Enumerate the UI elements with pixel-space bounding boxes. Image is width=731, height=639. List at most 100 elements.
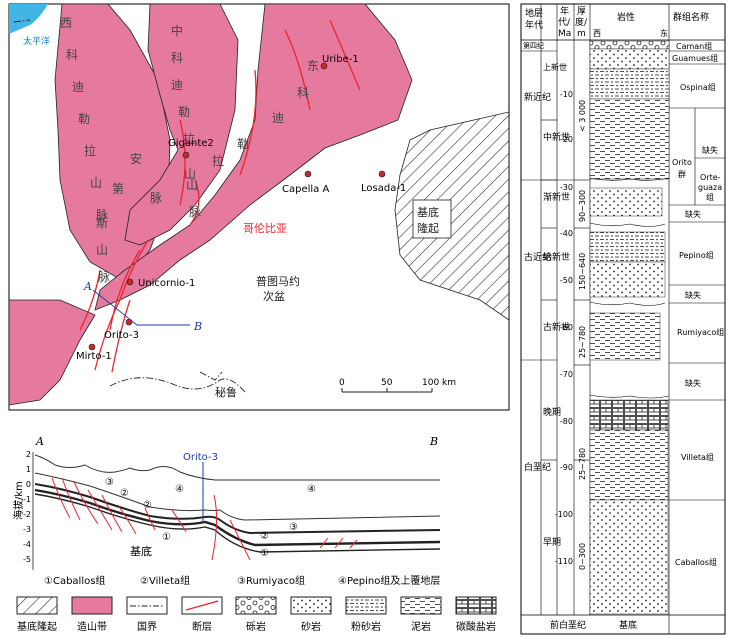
svg-text:缺失: 缺失 xyxy=(685,378,701,388)
svg-text:年: 年 xyxy=(560,5,569,17)
svg-text:25~780: 25~780 xyxy=(578,448,587,480)
svg-text:缺失: 缺失 xyxy=(685,290,701,300)
xs-faults xyxy=(51,477,358,561)
svg-text:Caman组: Caman组 xyxy=(676,41,712,51)
label-peru: 秘鲁 xyxy=(215,385,237,399)
svg-text:-100: -100 xyxy=(555,510,573,519)
svg-text:古近纪: 古近纪 xyxy=(524,251,551,263)
well-capella-label: Capella A xyxy=(282,184,329,195)
svg-text:晚期: 晚期 xyxy=(543,407,561,418)
svg-text:上新世: 上新世 xyxy=(543,62,567,72)
xs-horizon-3 xyxy=(34,483,441,535)
svg-text:1: 1 xyxy=(26,465,31,474)
cordillera-west-c0: 西 xyxy=(60,16,72,30)
legend-conglomerate: 砾岩 xyxy=(246,620,266,633)
svg-text:新近纪: 新近纪 xyxy=(524,91,551,103)
basement-uplift xyxy=(394,111,509,321)
section-line-ab xyxy=(92,289,190,326)
cordillera-east-c0: 东 xyxy=(307,59,319,73)
cordillera-east-c4: 拉 xyxy=(212,153,224,168)
svg-text:m: m xyxy=(577,29,586,39)
well-gigante-marker xyxy=(182,151,190,159)
cordillera-central-c0: 中 xyxy=(171,23,183,38)
svg-text:-60: -60 xyxy=(560,323,573,332)
cordillera-west-c1: 科 xyxy=(66,48,78,62)
cordillera-west-c4: 拉 xyxy=(84,143,96,158)
svg-text:③: ③ xyxy=(105,477,114,488)
svg-text:古新世: 古新世 xyxy=(543,321,570,333)
well-losada-marker xyxy=(378,170,386,178)
well-gigante-label: Gigante2 xyxy=(168,138,214,149)
column-groups: Caman组 Guamues组 Ospina组 Orito 群 缺失 Orte-… xyxy=(672,41,724,567)
xs-legend: ①Caballos组 ②Villeta组 ③Rumiyaco组 ④Pepino组… xyxy=(44,574,440,587)
svg-text:-10: -10 xyxy=(560,90,573,99)
svg-text:-30: -30 xyxy=(560,183,573,192)
andes-c0: 安 xyxy=(130,151,142,166)
svg-text:-40: -40 xyxy=(560,229,573,238)
svg-text:-80: -80 xyxy=(560,417,573,426)
svg-text:中新世: 中新世 xyxy=(543,131,570,143)
svg-text:90~300: 90~300 xyxy=(578,190,587,222)
svg-text:Orito: Orito xyxy=(672,158,692,167)
svg-text:0: 0 xyxy=(26,480,31,489)
svg-text:缺失: 缺失 xyxy=(685,209,701,219)
svg-text:-70: -70 xyxy=(560,370,573,379)
svg-text:-2: -2 xyxy=(23,510,31,519)
column-epochs: 上新世 中新世 渐新世 始新世 古新世 晚期 早期 xyxy=(543,62,570,548)
xs-legend-rumiyaco: ③Rumiyaco组 xyxy=(237,574,305,587)
svg-text:④: ④ xyxy=(175,484,184,495)
well-unicornio-marker xyxy=(126,278,134,286)
svg-text:-1: -1 xyxy=(23,495,31,504)
well-uribe-marker xyxy=(320,62,328,70)
svg-text:组: 组 xyxy=(706,192,714,202)
national-border xyxy=(13,19,246,393)
andes-c4: 脉 xyxy=(98,269,110,284)
xs-legend-pepino: ④Pepino组及上覆地层 xyxy=(338,574,440,587)
scale-tick-100: 100 km xyxy=(422,378,456,388)
svg-text:Orte-: Orte- xyxy=(700,173,721,182)
legend-basement-uplift: 基底隆起 xyxy=(17,620,57,633)
svg-text:早期: 早期 xyxy=(543,537,561,548)
scale-tick-50: 50 xyxy=(381,378,393,388)
section-label-b: B xyxy=(193,320,202,333)
lithology-column xyxy=(589,40,670,615)
xs-label-a: A xyxy=(35,435,44,448)
svg-text:-110: -110 xyxy=(555,557,573,566)
svg-text:③: ③ xyxy=(289,522,298,533)
svg-text:白垩纪: 白垩纪 xyxy=(524,461,551,473)
cordillera-west-c3: 勒 xyxy=(78,112,90,126)
svg-text:缺失: 缺失 xyxy=(702,145,718,155)
column-ages: -10 -20 -30 -40 -50 -60 -70 -80 -90 -100… xyxy=(555,90,573,566)
cordillera-east-c6: 脉 xyxy=(150,190,162,205)
svg-text:地层: 地层 xyxy=(525,7,543,19)
xs-horizon-4 xyxy=(34,472,441,521)
svg-text:②: ② xyxy=(260,531,269,542)
svg-text:岩性: 岩性 xyxy=(617,11,635,23)
xs-label-b: B xyxy=(429,435,438,448)
cordillera-central-c1: 科 xyxy=(171,51,183,65)
legend-carbonate: 碳酸盐岩 xyxy=(456,620,496,633)
cordillera-central-c2: 迪 xyxy=(171,78,183,92)
svg-text:-20: -20 xyxy=(560,135,573,144)
strat-column: 地层 年代 年 代/ Ma 厚 度/ m 岩性 西 东 群组名称 xyxy=(520,3,726,635)
southern-orogen xyxy=(9,299,96,406)
svg-text:②: ② xyxy=(143,500,152,511)
svg-text:-5: -5 xyxy=(23,555,31,564)
xs-basement-label: 基底 xyxy=(130,544,152,558)
label-pacific: 太平洋 xyxy=(23,35,50,47)
cordillera-east-c1: 科 xyxy=(297,86,309,100)
andes-c1: 第 xyxy=(112,182,124,196)
svg-text:群: 群 xyxy=(678,169,686,179)
column-thicknesses: < 3 000 90~300 150~640 25~780 25~780 0~3… xyxy=(578,100,587,570)
svg-text:①: ① xyxy=(162,532,171,543)
cordillera-west-c6: 脉 xyxy=(96,207,108,222)
svg-text:-90: -90 xyxy=(560,463,573,472)
column-periods: 第四纪 新近纪 古近纪 白垩纪 前白垩纪 基底 xyxy=(523,41,637,631)
label-uplift-2: 隆起 xyxy=(417,221,439,235)
cordillera-central-c3: 勒 xyxy=(178,105,190,119)
cordillera-central-c4: 拉 xyxy=(183,131,195,146)
svg-text:渐新世: 渐新世 xyxy=(543,191,570,203)
faults xyxy=(79,19,361,373)
map-legend: 基底隆起 造山带 国界 断层 砾岩 砂岩 粉砂岩 泥岩 碳酸盐岩 xyxy=(16,596,497,633)
well-orito-label: Orito-3 xyxy=(104,330,139,341)
